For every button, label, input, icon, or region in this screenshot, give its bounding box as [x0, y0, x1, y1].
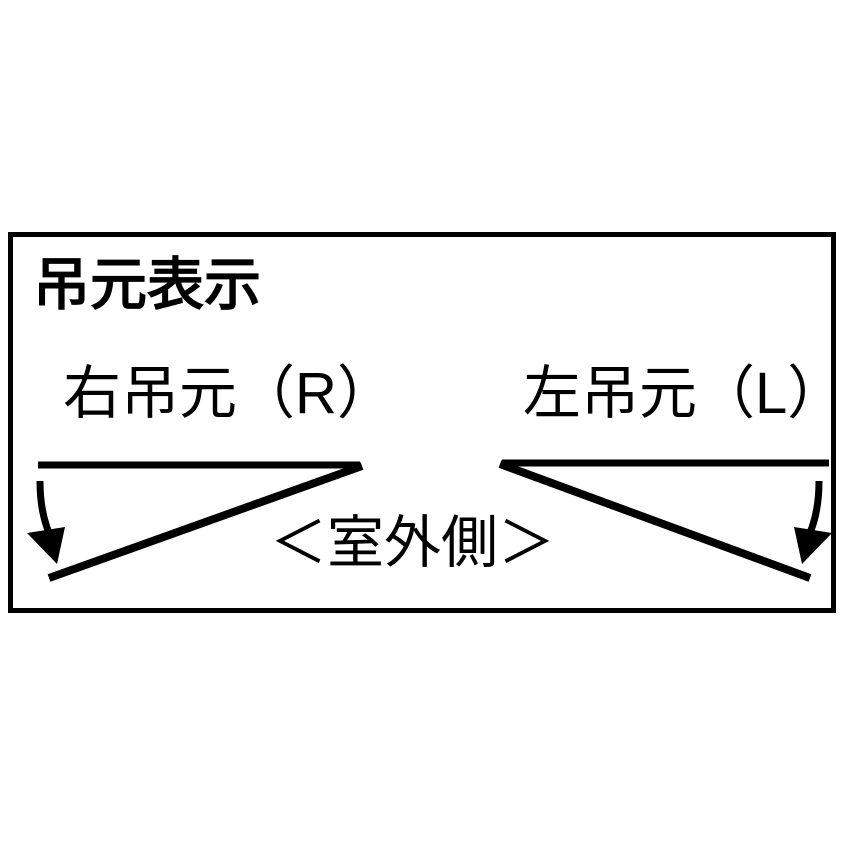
left-swing-arrowhead	[27, 527, 65, 564]
hinge-indication-panel: 吊元表示 右吊元（R） 左吊元（L） ＜室外側＞	[8, 232, 845, 613]
left-swing-group	[27, 461, 364, 582]
panel-inner: 吊元表示 右吊元（R） 左吊元（L） ＜室外側＞	[13, 237, 845, 608]
left-swing-line	[47, 462, 364, 582]
right-swing-arrowhead	[794, 527, 832, 564]
label-left-hinge: 左吊元（L）	[523, 361, 846, 426]
label-right-hinge: 右吊元（R）	[63, 361, 395, 426]
swing-direction-diagram-icon	[27, 459, 832, 582]
right-swing-group	[498, 459, 832, 582]
right-swing-line	[498, 460, 812, 582]
label-outside-side: ＜室外側＞	[270, 511, 555, 575]
page-title: 吊元表示	[33, 253, 261, 317]
